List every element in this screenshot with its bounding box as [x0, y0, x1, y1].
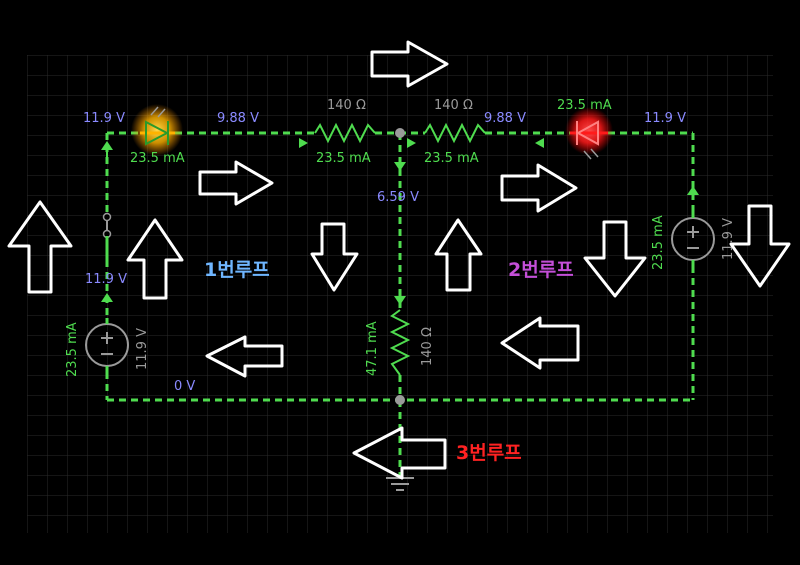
big-arrow-left-icon — [352, 426, 447, 480]
big-arrow-right-icon — [500, 163, 578, 213]
loop-arrows — [7, 40, 791, 480]
current-r-top-right: 23.5 mA — [424, 151, 479, 166]
current-led2: 23.5 mA — [557, 98, 612, 113]
voltage-bottom: 0 V — [174, 379, 195, 394]
node-bottom-center — [395, 395, 405, 405]
arrow-down-icon — [394, 296, 406, 305]
arrow-up-icon — [687, 186, 699, 195]
voltage-center: 6.59 V — [377, 190, 419, 205]
big-arrow-left-icon — [205, 335, 284, 378]
big-arrow-right-icon — [370, 40, 449, 88]
resistance-top-left: 140 Ω — [327, 98, 366, 113]
current-source-right: 23.5 mA — [651, 215, 666, 270]
resistor-top-left[interactable] — [314, 122, 376, 144]
current-r-top-left: 23.5 mA — [316, 151, 371, 166]
resistance-top-right: 140 Ω — [434, 98, 473, 113]
node-top-center — [395, 128, 405, 138]
big-arrow-left-icon — [500, 316, 580, 370]
arrow-down-icon — [394, 162, 406, 171]
current-led1: 23.5 mA — [130, 151, 185, 166]
arrow-right-icon — [299, 138, 308, 148]
current-center: 47.1 mA — [365, 321, 380, 376]
big-arrow-down-icon — [729, 204, 791, 288]
loop2-label: 2번루프 — [508, 259, 574, 281]
led-red[interactable] — [565, 107, 613, 160]
resistor-center[interactable] — [389, 309, 411, 376]
arrow-right-icon — [407, 138, 416, 148]
arrow-left-icon — [535, 138, 544, 148]
voltage-top-right: 11.9 V — [644, 111, 686, 126]
voltage-left-mid: 11.9 V — [85, 272, 127, 287]
big-arrow-up-icon — [434, 218, 483, 292]
arrow-up-icon — [101, 141, 113, 150]
current-arrows — [101, 138, 699, 305]
resistance-center: 140 Ω — [420, 327, 435, 366]
resistor-top-right[interactable] — [424, 122, 486, 144]
source-left-voltage: 11.9 V — [135, 328, 150, 370]
voltage-source-left[interactable] — [85, 318, 129, 372]
switch[interactable] — [102, 212, 112, 260]
voltage-top-mid-left: 9.88 V — [217, 111, 259, 126]
source-right-voltage: 11.9 V — [721, 218, 736, 260]
loop1-label: 1번루프 — [204, 259, 270, 281]
current-source-left: 23.5 mA — [65, 322, 80, 377]
voltage-top-mid-right: 9.88 V — [484, 111, 526, 126]
loop3-label: 3번루프 — [456, 442, 522, 464]
big-arrow-down-icon — [310, 222, 359, 292]
big-arrow-up-icon — [126, 218, 184, 300]
voltage-source-right[interactable] — [671, 212, 715, 266]
led-yellow[interactable] — [131, 104, 183, 156]
voltage-led1-left: 11.9 V — [83, 111, 125, 126]
big-arrow-up-icon — [7, 200, 73, 294]
big-arrow-right-icon — [198, 160, 274, 206]
arrow-up-icon — [101, 293, 113, 302]
big-arrow-down-icon — [583, 220, 647, 298]
